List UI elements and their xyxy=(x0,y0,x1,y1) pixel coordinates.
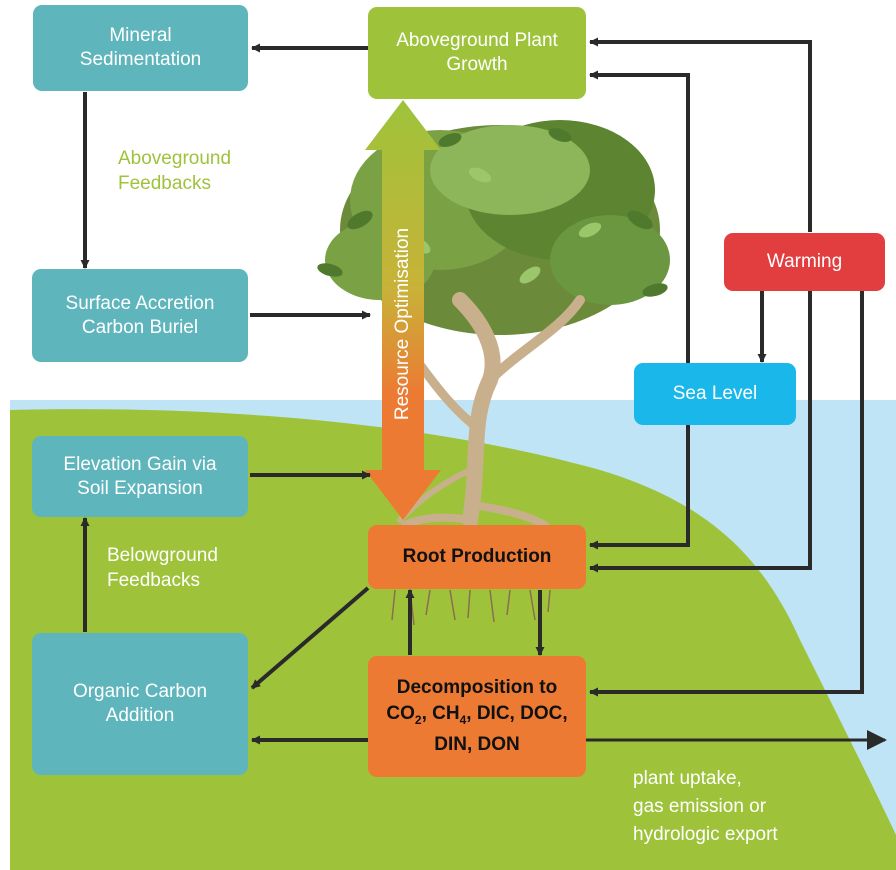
comma: , xyxy=(421,702,433,724)
elevation-gain-box: Elevation Gain via Soil Expansion xyxy=(32,436,248,517)
box-line: Mineral xyxy=(109,25,172,46)
sea-level-box: Sea Level xyxy=(634,363,796,425)
aboveground-feedbacks-label: Aboveground Feedbacks xyxy=(118,146,231,196)
resource-optimisation-arrow xyxy=(365,100,441,520)
root-production-label: Root Production xyxy=(402,546,552,567)
surface-accretion-box: Surface Accretion Carbon Buriel xyxy=(32,269,248,362)
export-label: plant uptake, gas emission or hydrologic… xyxy=(633,765,778,849)
decomposition-rest: , DIC, DOC, xyxy=(466,702,568,724)
warming-box: Warming xyxy=(724,233,885,291)
decomposition-line-2: CO2, CH4, DIC, DOC, xyxy=(386,701,567,733)
arrow-sealevel-to-plantgrowth xyxy=(589,70,690,425)
belowground-feedbacks-label: Belowground Feedbacks xyxy=(107,543,218,593)
box-line: Sedimentation xyxy=(79,49,202,70)
decomposition-line-3: DIN, DON xyxy=(434,734,520,756)
arrow-warming-to-decomposition xyxy=(589,291,864,697)
label-line: gas emission or xyxy=(633,796,767,817)
root-production-box: Root Production xyxy=(368,525,586,589)
label-line: plant uptake, xyxy=(633,768,742,789)
label-line: Belowground xyxy=(107,545,218,566)
box-line: Growth xyxy=(446,54,508,75)
box-line: Elevation Gain via xyxy=(63,453,217,475)
arrow-sealevel-to-root xyxy=(589,425,690,550)
sea-level-label: Sea Level xyxy=(672,383,758,404)
label-line: Aboveground xyxy=(118,148,232,169)
decomposition-box: Decomposition to CO2, CH4, DIC, DOC, DIN… xyxy=(368,656,586,777)
box-line: Soil Expansion xyxy=(77,477,203,499)
box-line: Surface Accretion xyxy=(65,292,215,314)
box-line: Organic Carbon xyxy=(72,681,208,702)
co2-subscript: 2 xyxy=(414,712,422,727)
box-line: Addition xyxy=(105,705,175,726)
label-line: Feedbacks xyxy=(107,570,200,591)
warming-label: Warming xyxy=(766,251,843,272)
arrow-warming-to-plantgrowth xyxy=(589,37,812,232)
organic-carbon-box: Organic Carbon Addition xyxy=(32,633,248,775)
resource-optimisation-label: Resource Optimisation xyxy=(392,227,413,421)
aboveground-plant-growth-box: Aboveground Plant Growth xyxy=(368,7,586,99)
arrow-warming-to-root xyxy=(589,291,812,573)
box-line: Carbon Buriel xyxy=(81,316,199,338)
ch4-subscript: 4 xyxy=(459,712,467,727)
arrow-root-to-organic xyxy=(250,586,370,690)
box-line: Aboveground Plant xyxy=(396,30,558,51)
mineral-sedimentation-box: Mineral Sedimentation xyxy=(33,5,248,91)
label-line: Feedbacks xyxy=(118,173,211,194)
ch4-text: CH xyxy=(432,702,460,724)
label-line: hydrologic export xyxy=(633,824,778,845)
co2-text: CO xyxy=(386,702,415,724)
decomposition-line-1: Decomposition to xyxy=(396,676,558,698)
